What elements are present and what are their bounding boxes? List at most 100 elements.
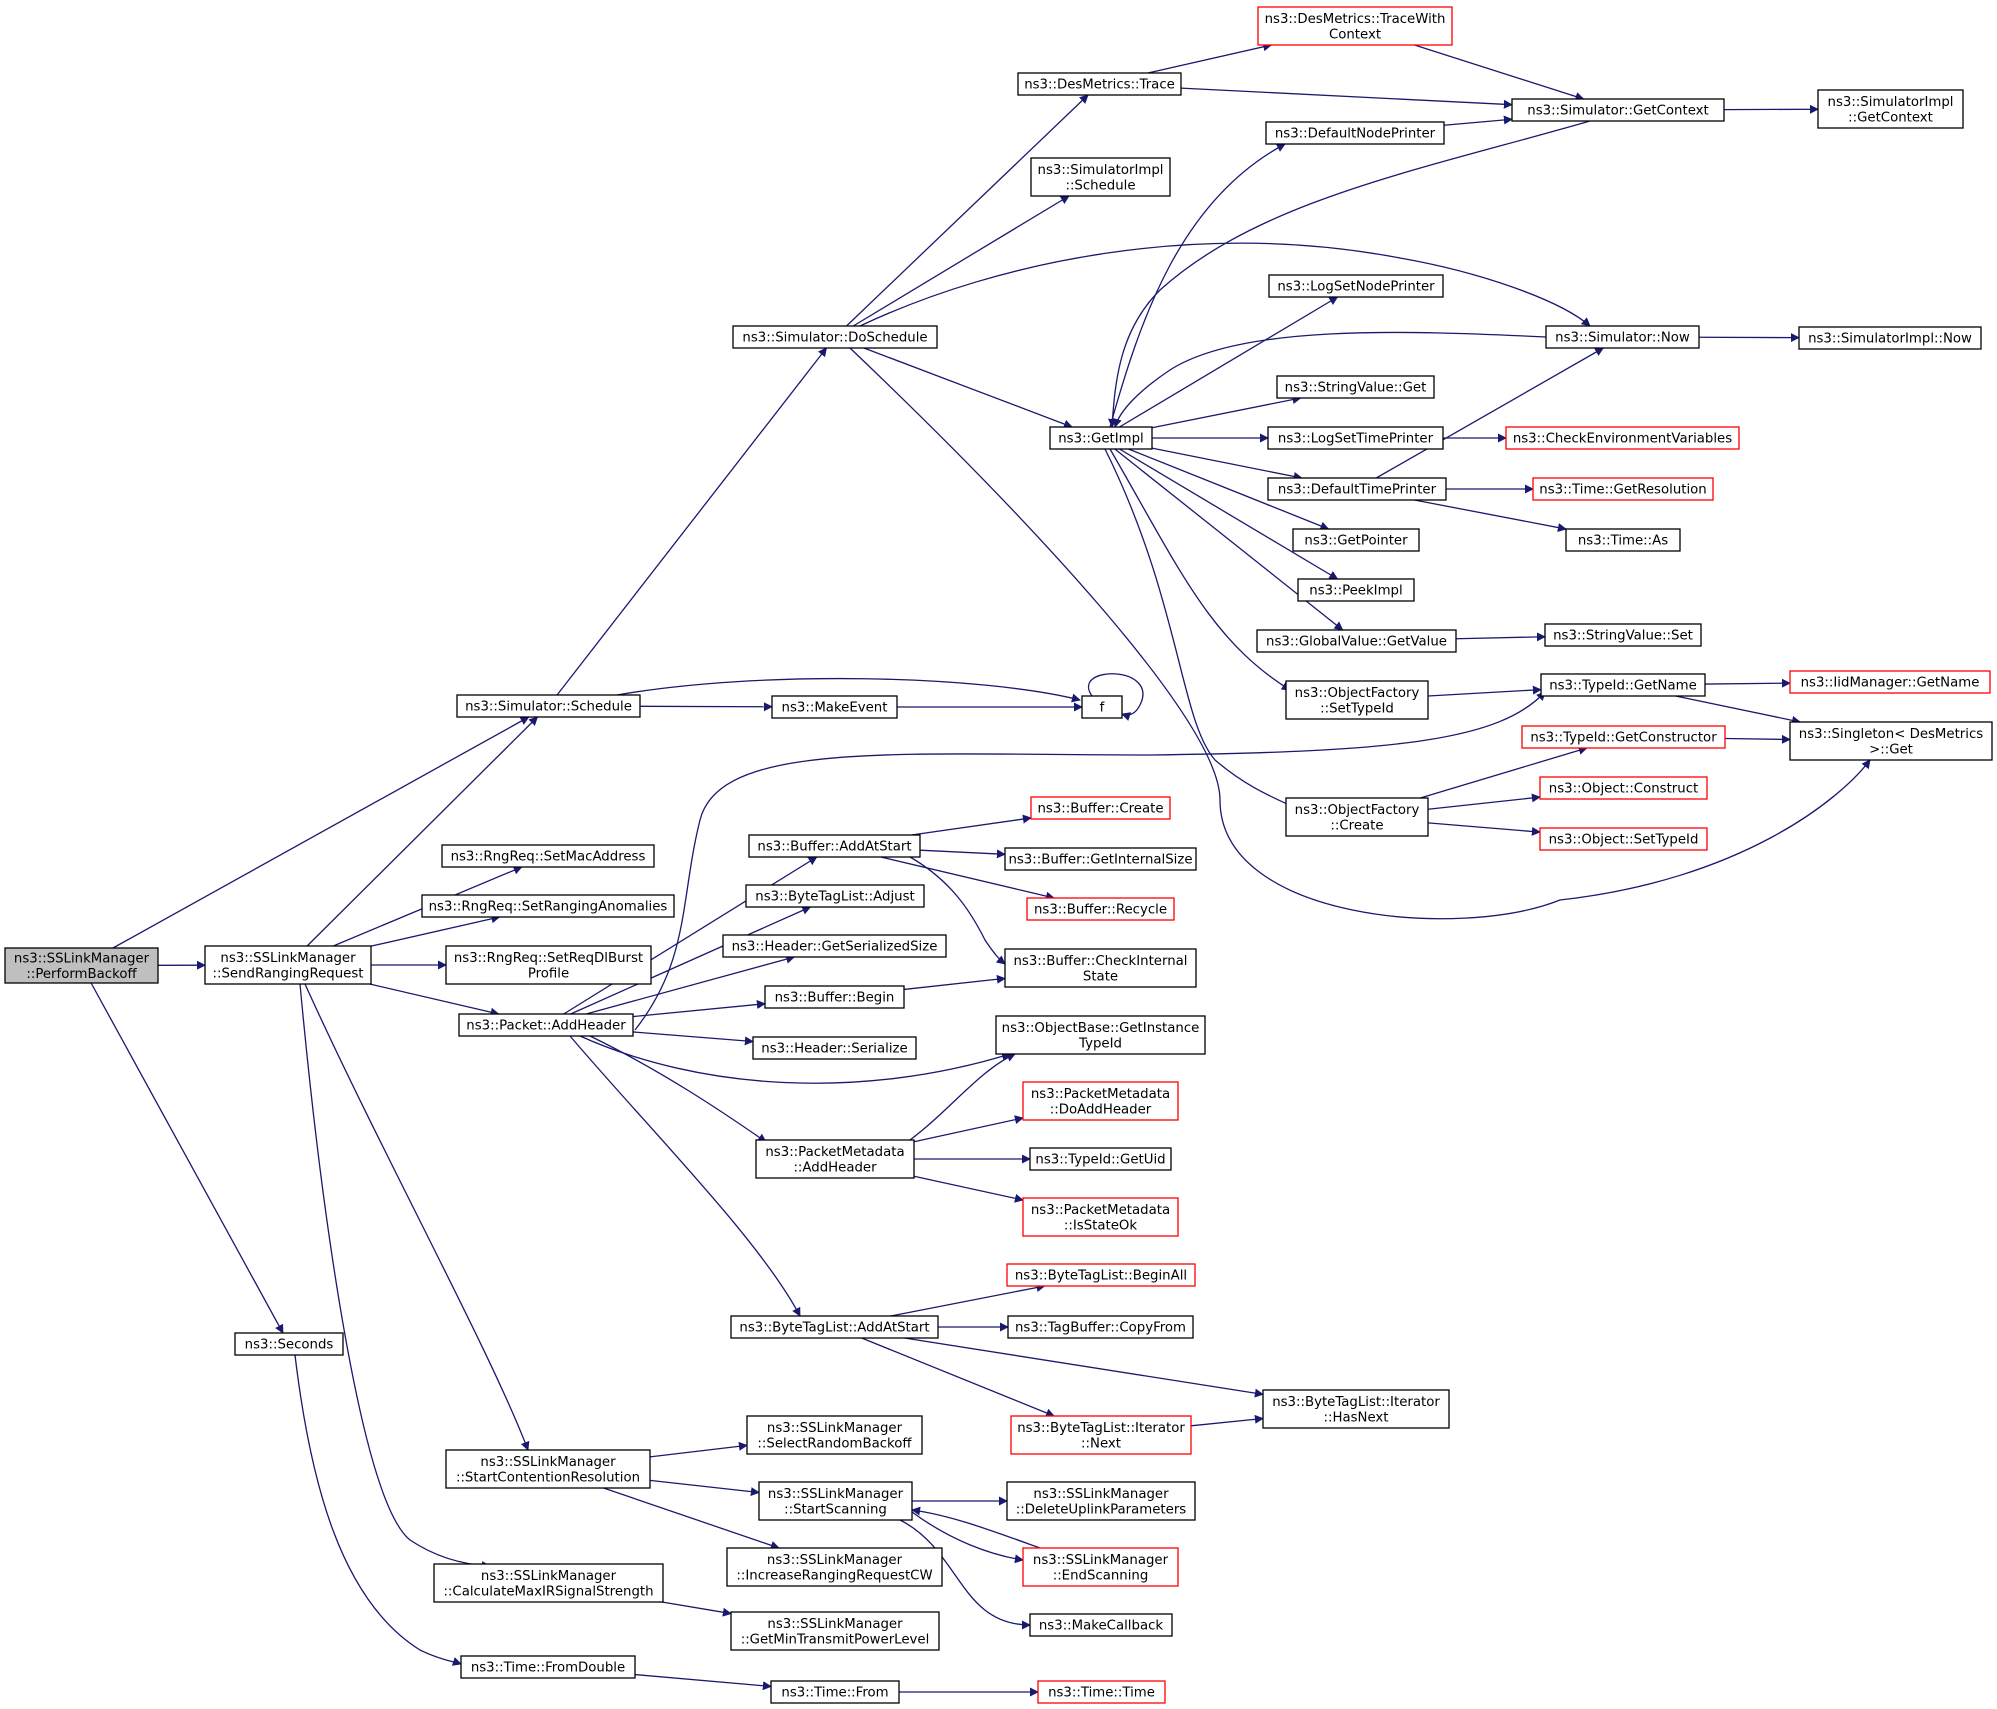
node-time-time[interactable]: ns3::Time::Time [1037,1680,1166,1704]
node-box [1268,274,1444,298]
node-label: ns3::SSLinkManager [767,1617,903,1632]
node-box [771,695,898,719]
node-make-event[interactable]: ns3::MakeEvent [771,695,898,719]
node-make-callback[interactable]: ns3::MakeCallback [1029,1613,1173,1637]
node-box [722,934,947,958]
node-string-value-set[interactable]: ns3::StringValue::Set [1544,623,1702,647]
node-time-from-double[interactable]: ns3::Time::FromDouble [460,1655,636,1679]
node-byte-tag-list-iterator-has-next[interactable]: ns3::ByteTagList::Iterator::HasNext [1262,1389,1450,1429]
node-object-construct[interactable]: ns3::Object::Construct [1539,776,1708,800]
node-byte-tag-list-begin-all[interactable]: ns3::ByteTagList::BeginAll [1006,1263,1196,1287]
node-label: ns3::CheckEnvironmentVariables [1513,432,1732,447]
node-iid-manager-get-name[interactable]: ns3::IidManager::GetName [1789,670,1991,694]
node-buffer-get-internal-size[interactable]: ns3::Buffer::GetInternalSize [1004,847,1197,871]
node-simulator-schedule[interactable]: ns3::Simulator::Schedule [456,694,641,718]
node-default-time-printer[interactable]: ns3::DefaultTimePrinter [1267,477,1447,501]
node-label: ns3::ByteTagList::Iterator [1017,1421,1185,1436]
node-tag-buffer-copy-from[interactable]: ns3::TagBuffer::CopyFrom [1007,1315,1194,1339]
node-label: ns3::Simulator::GetContext [1527,104,1708,119]
node-seconds[interactable]: ns3::Seconds [234,1332,344,1356]
node-simulator-impl-now[interactable]: ns3::SimulatorImpl::Now [1798,326,1982,350]
node-check-environment-variables[interactable]: ns3::CheckEnvironmentVariables [1505,426,1740,450]
node-buffer-create[interactable]: ns3::Buffer::Create [1030,796,1171,820]
node-label: ns3::Singleton< DesMetrics [1799,727,1983,742]
node-label: ns3::LogSetNodePrinter [1277,280,1435,295]
node-simulator-do-schedule[interactable]: ns3::Simulator::DoSchedule [732,325,938,349]
node-simulator-get-context[interactable]: ns3::Simulator::GetContext [1511,98,1725,122]
node-default-node-printer[interactable]: ns3::DefaultNodePrinter [1265,121,1445,145]
node-des-metrics-trace[interactable]: ns3::DesMetrics::Trace [1017,72,1182,96]
node-label: ns3::DefaultNodePrinter [1275,127,1436,142]
node-box [1565,528,1681,552]
node-box [1545,325,1700,349]
node-string-value-get[interactable]: ns3::StringValue::Get [1276,375,1435,399]
node-increase-ranging-request-cw[interactable]: ns3::SSLinkManager::IncreaseRangingReque… [726,1547,943,1587]
node-type-id-get-uid[interactable]: ns3::TypeId::GetUid [1029,1147,1172,1171]
node-get-min-transmit-power-level[interactable]: ns3::SSLinkManager::GetMinTransmitPowerL… [730,1611,940,1651]
node-time-as[interactable]: ns3::Time::As [1565,528,1681,552]
node-get-impl[interactable]: ns3::GetImpl [1049,426,1153,450]
node-buffer-begin[interactable]: ns3::Buffer::Begin [764,985,905,1009]
node-calculate-max-ir[interactable]: ns3::SSLinkManager::CalculateMaxIRSignal… [433,1563,664,1603]
node-set-mac-address[interactable]: ns3::RngReq::SetMacAddress [441,844,655,868]
node-box [1817,89,1964,129]
node-packet-metadata-is-state-ok[interactable]: ns3::PacketMetadata::IsStateOk [1022,1197,1179,1237]
edge-packet-metadata-add-header-to-packet-metadata-is-state-ok [913,1175,1024,1203]
node-box [441,844,655,868]
node-packet-metadata-add-header[interactable]: ns3::PacketMetadata::AddHeader [755,1139,915,1179]
node-byte-tag-list-iterator-next[interactable]: ns3::ByteTagList::Iterator::Next [1010,1415,1192,1455]
edge-start-scanning-to-end-scanning [911,1511,1024,1564]
node-delete-uplink-parameters[interactable]: ns3::SSLinkManager::DeleteUplinkParamete… [1006,1481,1196,1521]
node-global-value-get-value[interactable]: ns3::GlobalValue::GetValue [1256,629,1457,653]
node-type-id-get-constructor[interactable]: ns3::TypeId::GetConstructor [1521,725,1726,749]
edge-packet-add-header-to-header-get-serialized-size [585,954,796,1015]
edge-simulator-schedule-to-simulator-do-schedule [556,347,828,696]
node-end-scanning[interactable]: ns3::SSLinkManager::EndScanning [1022,1547,1179,1587]
node-time-get-resolution[interactable]: ns3::Time::GetResolution [1532,477,1714,501]
edge-packet-add-header-to-type-id-get-name [634,691,1546,1031]
node-start-contention-resolution[interactable]: ns3::SSLinkManager::StartContentionResol… [445,1449,651,1489]
node-box [1029,1147,1172,1171]
node-label: ns3::Buffer::Create [1037,802,1163,817]
node-object-factory-set-type-id[interactable]: ns3::ObjectFactory::SetTypeId [1285,680,1429,720]
node-packet-metadata-do-add-header[interactable]: ns3::PacketMetadata::DoAddHeader [1022,1081,1179,1121]
node-object-set-type-id[interactable]: ns3::Object::SetTypeId [1539,827,1708,851]
node-set-ranging-anomalies[interactable]: ns3::RngReq::SetRangingAnomalies [421,894,675,918]
node-simulator-impl-schedule[interactable]: ns3::SimulatorImpl::Schedule [1030,157,1171,197]
node-log-set-node-printer[interactable]: ns3::LogSetNodePrinter [1268,274,1444,298]
node-box [1798,326,1982,350]
node-simulator-now[interactable]: ns3::Simulator::Now [1545,325,1700,349]
node-f[interactable]: f [1081,695,1123,719]
node-byte-tag-list-adjust[interactable]: ns3::ByteTagList::Adjust [745,884,925,908]
node-box [1010,1415,1192,1455]
node-header-get-serialized-size[interactable]: ns3::Header::GetSerializedSize [722,934,947,958]
node-label: ns3::GlobalValue::GetValue [1266,635,1447,650]
edge-simulator-do-schedule-to-simulator-impl-schedule [852,195,1070,327]
node-packet-add-header[interactable]: ns3::Packet::AddHeader [458,1013,634,1037]
node-byte-tag-list-add-at-start[interactable]: ns3::ByteTagList::AddAtStart [730,1315,939,1339]
node-time-from[interactable]: ns3::Time::From [770,1680,900,1704]
edge-packet-metadata-add-header-to-packet-metadata-do-add-header [913,1115,1024,1143]
node-object-factory-create[interactable]: ns3::ObjectFactory::Create [1285,797,1429,837]
node-send-ranging-request[interactable]: ns3::SSLinkManager::SendRangingRequest [204,945,372,985]
node-buffer-add-at-start[interactable]: ns3::Buffer::AddAtStart [748,834,921,858]
edge-type-id-get-constructor-to-singleton-get [1724,734,1791,744]
node-label: ns3::Header::Serialize [761,1042,907,1057]
node-box [1262,1389,1450,1429]
node-get-pointer[interactable]: ns3::GetPointer [1292,528,1420,552]
node-simulator-impl-get-context[interactable]: ns3::SimulatorImpl::GetContext [1817,89,1964,129]
node-buffer-recycle[interactable]: ns3::Buffer::Recycle [1026,897,1175,921]
node-header-serialize[interactable]: ns3::Header::Serialize [752,1036,917,1060]
node-singleton-get[interactable]: ns3::Singleton< DesMetrics >::Get [1789,721,1993,761]
node-label: ns3::SSLinkManager [767,1421,903,1436]
node-type-id-get-name[interactable]: ns3::TypeId::GetName [1540,673,1706,697]
node-log-set-time-printer[interactable]: ns3::LogSetTimePrinter [1267,426,1444,450]
node-peek-impl[interactable]: ns3::PeekImpl [1297,578,1415,602]
node-start-scanning[interactable]: ns3::SSLinkManager::StartScanning [758,1481,913,1521]
node-select-random-backoff[interactable]: ns3::SSLinkManager::SelectRandomBackoff [746,1415,923,1455]
